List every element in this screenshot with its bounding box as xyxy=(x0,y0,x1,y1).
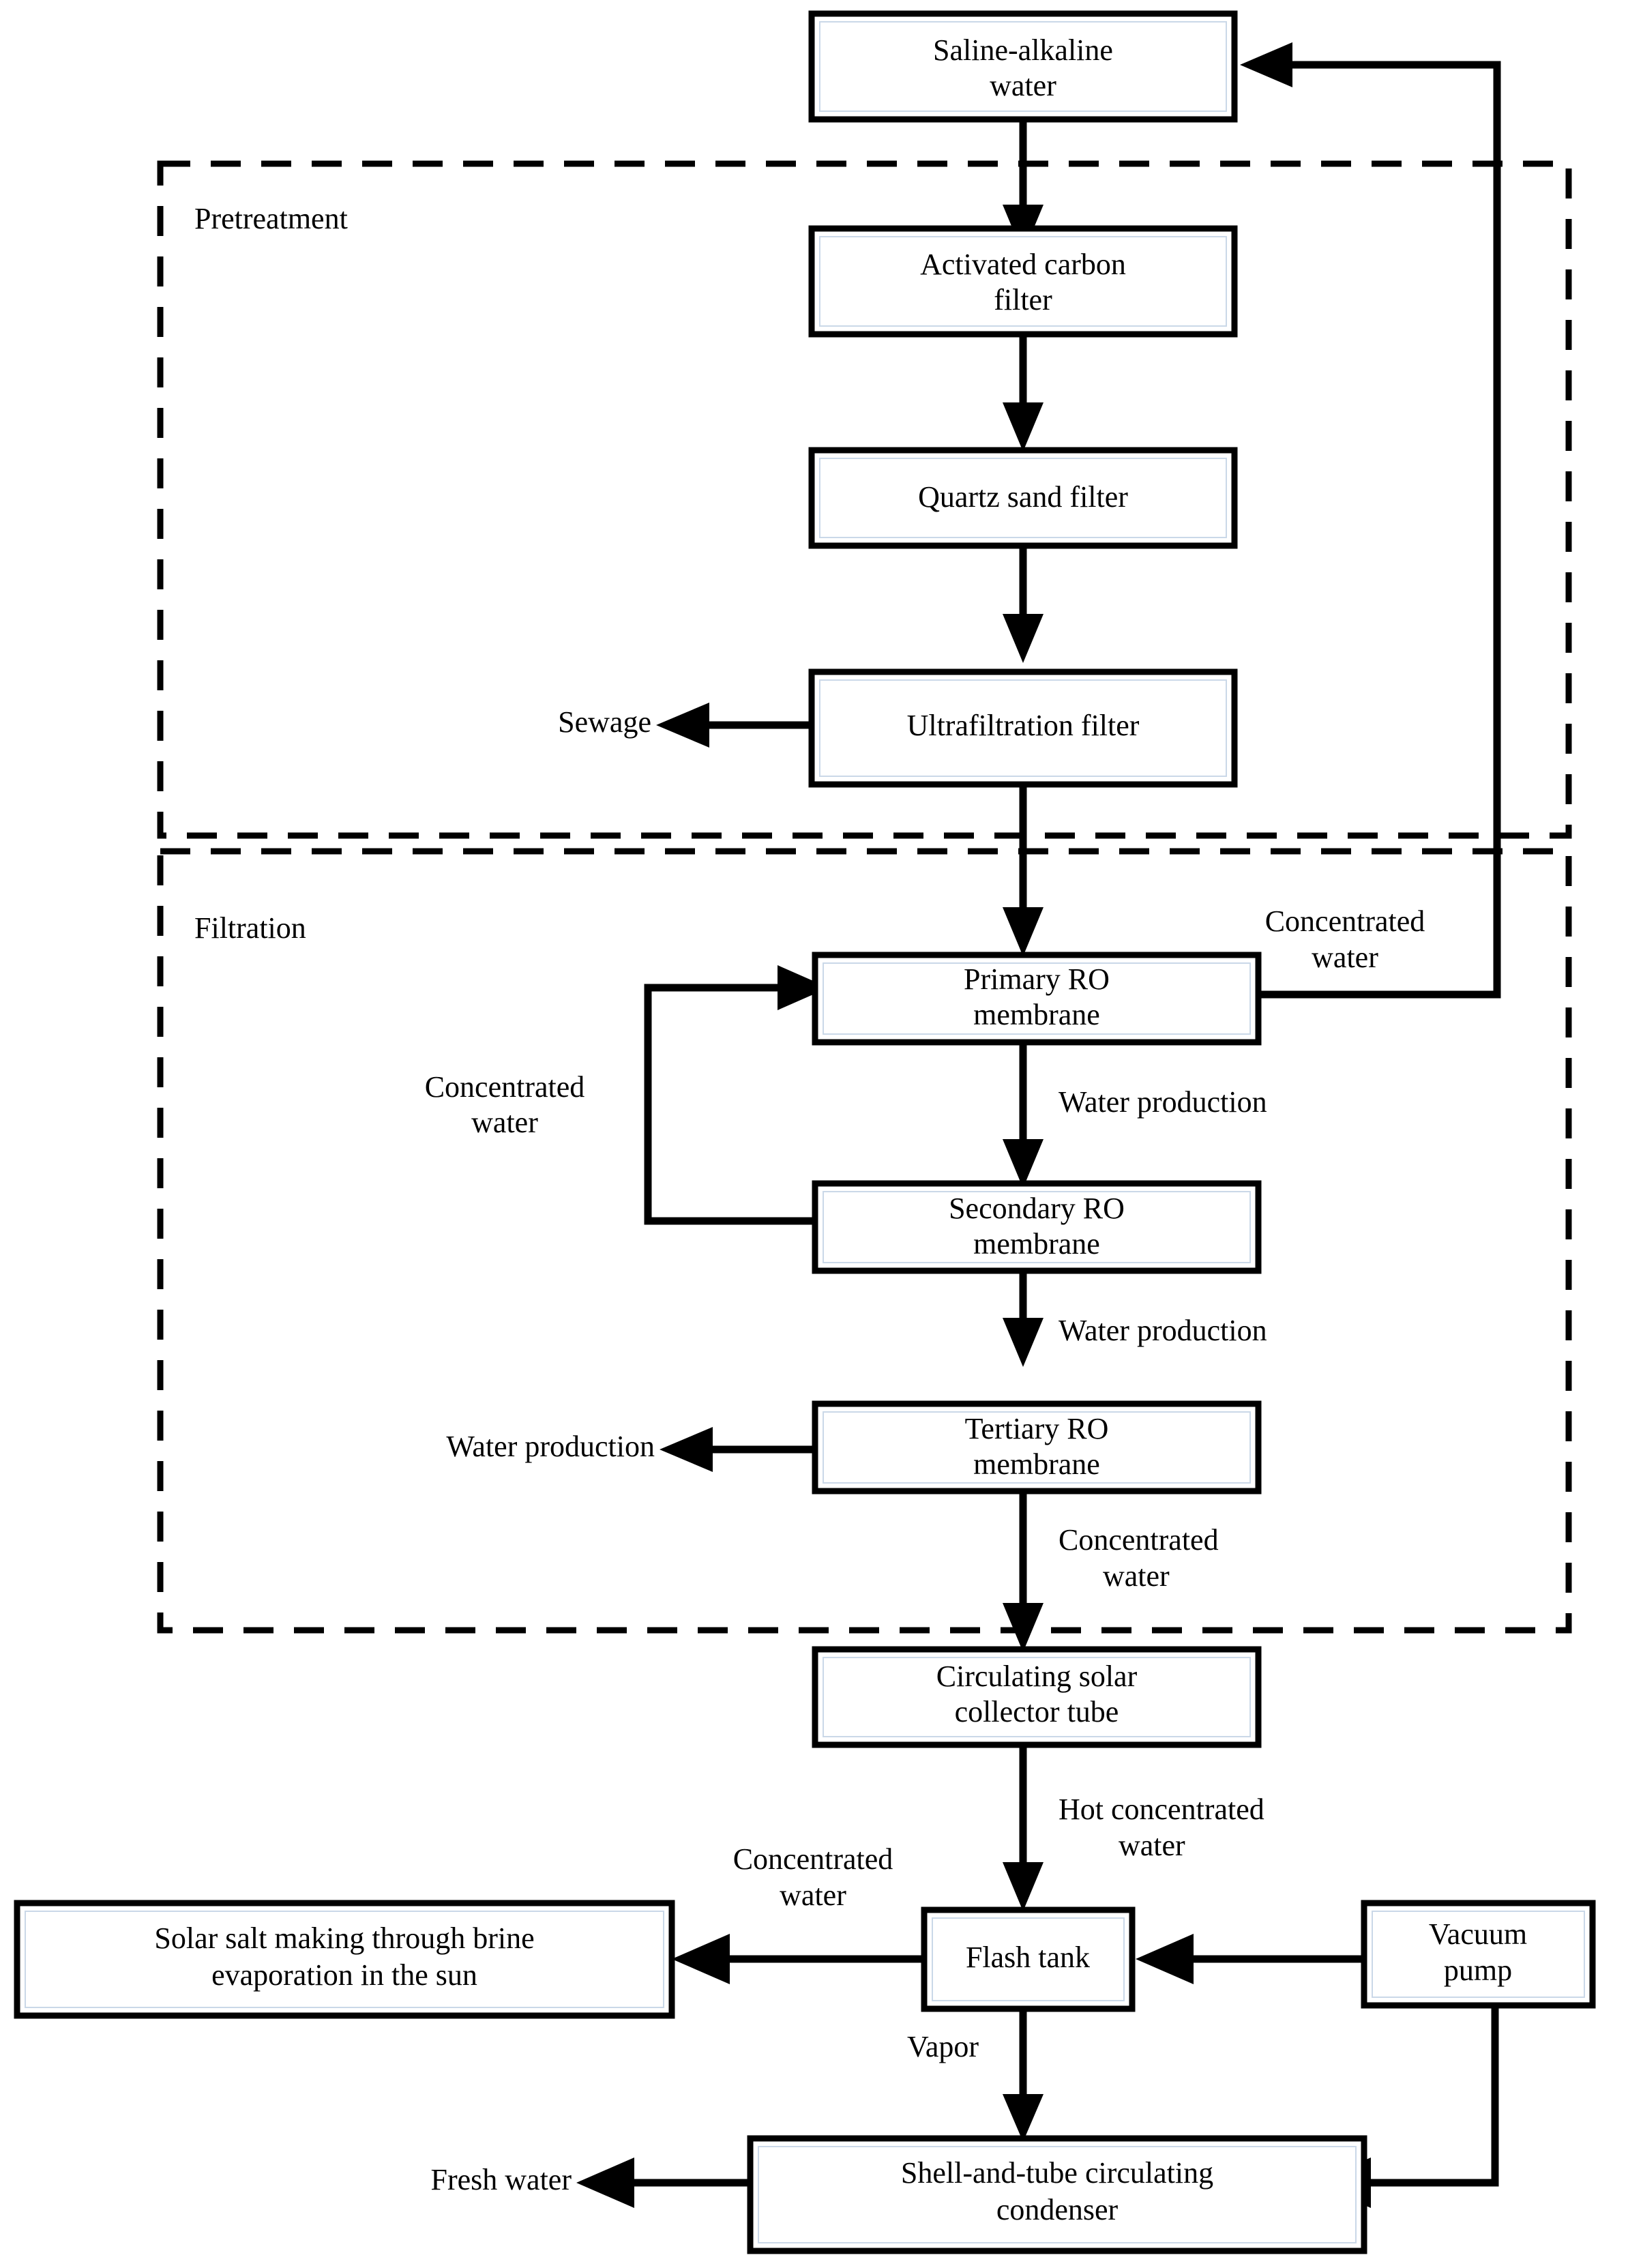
node-label-ro2-line2: membrane xyxy=(973,1227,1100,1261)
arrowhead-quartz-to-ultra xyxy=(1003,614,1044,663)
node-label-quartz: Quartz sand filter xyxy=(918,480,1128,514)
node-label-ro2-line1: Secondary RO xyxy=(949,1192,1125,1225)
arrowhead-flash-to-saltmaking xyxy=(672,1934,730,1984)
arrowhead-ultra-to-sewage xyxy=(656,703,709,748)
node-label-saline-line1: Saline-alkaline xyxy=(933,33,1113,67)
edge-label-ro2-recycle-line1: Concentrated xyxy=(425,1070,585,1104)
node-tertiary-ro-membrane[interactable]: Tertiary RO membrane xyxy=(812,1400,1262,1494)
node-flash-tank[interactable]: Flash tank xyxy=(921,1906,1136,2012)
edge-label-collector-to-flash-line1: Hot concentrated xyxy=(1059,1793,1264,1826)
node-label-saltmaking-line2: evaporation in the sun xyxy=(211,1958,477,1992)
edge-vacuum-to-condenser xyxy=(1364,2005,1499,2187)
node-activated-carbon-filter[interactable]: Activated carbon filter xyxy=(808,225,1238,338)
node-circulating-solar-collector-tube[interactable]: Circulating solar collector tube xyxy=(812,1646,1262,1748)
node-label-saltmaking-line1: Solar salt making through brine xyxy=(154,1921,534,1955)
terminal-label-fresh-water: Fresh water xyxy=(431,2163,572,2196)
arrowhead-ro2-to-ro3 xyxy=(1003,1318,1044,1367)
edge-label-ro2-to-ro3: Water production xyxy=(1059,1314,1267,1347)
node-label-flash-tank: Flash tank xyxy=(966,1941,1090,1974)
edge-label-flash-to-salt-line2: water xyxy=(780,1879,846,1912)
arrowhead-ro3-to-collector xyxy=(1003,1603,1044,1652)
edge-label-collector-to-flash-line2: water xyxy=(1119,1829,1185,1862)
edge-label-ro2-recycle-line2: water xyxy=(471,1106,538,1139)
edge-label-ro3-to-collector-line1: Concentrated xyxy=(1059,1523,1219,1557)
edge-label-ro1-recycle-line1: Concentrated xyxy=(1265,904,1425,938)
arrowhead-carbon-to-quartz xyxy=(1003,402,1044,452)
node-label-collector-line1: Circulating solar xyxy=(936,1660,1138,1693)
node-label-saline-line2: water xyxy=(990,69,1056,102)
arrowhead-ro1-recycle-to-saline xyxy=(1240,42,1292,87)
arrowhead-vacuum-to-flash xyxy=(1136,1934,1194,1984)
arrowhead-ultra-to-ro1 xyxy=(1003,907,1044,956)
edge-label-flash-to-condenser-vapor: Vapor xyxy=(907,2030,979,2063)
arrowhead-ro1-to-ro2 xyxy=(1003,1139,1044,1188)
node-label-condenser-line1: Shell-and-tube circulating xyxy=(901,2156,1213,2190)
terminal-label-water-production: Water production xyxy=(446,1430,655,1463)
edge-label-ro1-recycle-line2: water xyxy=(1312,941,1378,974)
arrowhead-collector-to-flash xyxy=(1003,1862,1044,1911)
node-label-ro3-line1: Tertiary RO xyxy=(965,1412,1109,1445)
node-label-carbon-line2: filter xyxy=(994,283,1052,316)
node-ultrafiltration-filter[interactable]: Ultrafiltration filter xyxy=(808,668,1238,788)
node-vacuum-pump[interactable]: Vacuum pump xyxy=(1361,1900,1596,2009)
edge-ro1-recycle-to-saline xyxy=(1258,61,1501,999)
arrowhead-flash-to-condenser xyxy=(1003,2094,1044,2142)
group-box-filtration xyxy=(157,848,1572,1634)
arrowhead-condenser-to-fresh-water xyxy=(576,2157,634,2208)
group-label-filtration: Filtration xyxy=(194,911,306,945)
terminal-label-sewage: Sewage xyxy=(558,705,651,739)
node-label-condenser-line2: condenser xyxy=(996,2193,1119,2226)
edge-ro2-recycle-to-ro1 xyxy=(644,984,815,1225)
node-secondary-ro-membrane[interactable]: Secondary RO membrane xyxy=(812,1180,1262,1274)
node-label-vacuum-line1: Vacuum xyxy=(1429,1917,1527,1951)
node-label-collector-line2: collector tube xyxy=(955,1695,1119,1728)
group-box-pretreatment xyxy=(157,160,1572,839)
node-primary-ro-membrane[interactable]: Primary RO membrane xyxy=(812,952,1262,1046)
node-saline-alkaline-water[interactable]: Saline-alkaline water xyxy=(808,10,1238,123)
edge-label-flash-to-salt-line1: Concentrated xyxy=(733,1842,893,1876)
arrowhead-ro2-recycle-to-ro1 xyxy=(778,965,829,1010)
node-label-ro3-line2: membrane xyxy=(973,1447,1100,1481)
node-label-ro1-line1: Primary RO xyxy=(964,962,1110,996)
group-label-pretreatment: Pretreatment xyxy=(194,202,348,235)
arrowhead-ro3-to-water-production xyxy=(660,1427,713,1472)
node-label-vacuum-line2: pump xyxy=(1444,1954,1512,1987)
node-solar-salt-making[interactable]: Solar salt making through brine evaporat… xyxy=(14,1900,675,2019)
edge-label-ro3-to-collector-line2: water xyxy=(1103,1559,1170,1593)
node-label-carbon-line1: Activated carbon xyxy=(920,248,1126,281)
node-quartz-sand-filter[interactable]: Quartz sand filter xyxy=(808,447,1238,549)
edge-label-ro1-to-ro2: Water production xyxy=(1059,1085,1267,1119)
node-label-ro1-line2: membrane xyxy=(973,998,1100,1031)
node-label-ultrafiltration: Ultrafiltration filter xyxy=(907,709,1140,742)
node-shell-and-tube-condenser[interactable]: Shell-and-tube circulating condenser xyxy=(747,2135,1367,2254)
